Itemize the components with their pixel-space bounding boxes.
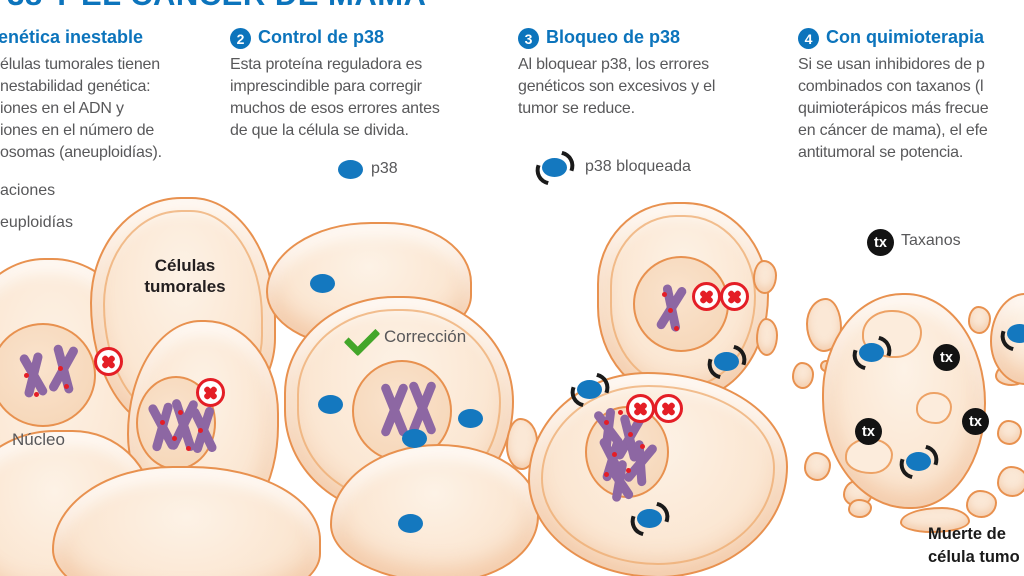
cell-fragment <box>900 507 970 533</box>
cell-fragment <box>966 490 997 518</box>
taxane-icon: tx <box>933 344 960 371</box>
genetic-error-icon <box>94 347 123 376</box>
cell-fragment <box>997 420 1022 445</box>
cell-fragment <box>968 306 991 334</box>
mutation-dot <box>58 366 63 371</box>
mutation-dot <box>160 420 165 425</box>
cell-membrane <box>541 385 775 565</box>
p38-protein-icon <box>637 509 662 528</box>
tumor-cell <box>52 466 321 576</box>
chromosome <box>15 350 51 400</box>
p38-protein-icon <box>318 395 343 414</box>
p38-protein-icon <box>458 409 483 428</box>
p38-protein-icon <box>906 452 931 471</box>
cell-death-label: Muerte de célula tumo <box>928 525 1020 566</box>
column3-body: Al bloquear p38, los errores genéticos s… <box>518 56 716 117</box>
correction-label: Corrección <box>384 327 467 346</box>
mutation-dot <box>662 292 667 297</box>
genetic-error-icon <box>692 282 721 311</box>
legend-taxanes-label: Taxanos <box>901 232 961 249</box>
taxane-icon: tx <box>962 408 989 435</box>
nucleus <box>0 323 96 427</box>
chromosome <box>406 380 438 436</box>
step-3-badge: 3 <box>518 28 539 49</box>
p38-protein-icon <box>577 380 602 399</box>
mutation-dot <box>604 420 609 425</box>
step-2-badge: 2 <box>230 28 251 49</box>
mutation-dot <box>604 472 609 477</box>
mutation-dot <box>24 373 29 378</box>
mutation-dot <box>178 410 183 415</box>
p38-blocked-icon <box>627 499 673 539</box>
tumor-cell <box>330 444 539 576</box>
mutation-dot <box>668 308 673 313</box>
p38-blocked-icon <box>997 314 1024 354</box>
column2-body: Esta proteína reguladora es imprescindib… <box>230 56 440 139</box>
mutation-dot <box>612 452 617 457</box>
mutation-dot <box>640 444 645 449</box>
p38-blocked-icon <box>704 342 750 382</box>
p38-blocked-icon <box>896 442 942 482</box>
step-4-badge: 4 <box>798 28 819 49</box>
nucleus-label: Núcleo <box>12 430 65 449</box>
column4-body: Si se usan inhibidores de p combinados c… <box>798 56 989 161</box>
legend-p38-label: p38 <box>371 160 398 177</box>
genetic-error-icon <box>720 282 749 311</box>
p38-blocked-icon <box>849 333 895 373</box>
chromosome <box>188 405 218 455</box>
cell-bleb <box>916 392 952 424</box>
genetic-error-icon <box>654 394 683 423</box>
mutation-dot <box>628 432 633 437</box>
p38-blocked-legend-icon <box>532 148 578 188</box>
mutation-dot <box>618 410 623 415</box>
mutation-dot <box>34 392 39 397</box>
mutation-dot <box>64 384 69 389</box>
tumor-cells-label: Células tumorales <box>144 256 226 296</box>
p38-protein-icon <box>859 343 884 362</box>
mutation-dot <box>172 436 177 441</box>
legend-mutations-label: aciones <box>0 182 56 199</box>
taxane-legend-icon: tx <box>867 229 894 256</box>
cell-fragment <box>804 452 831 481</box>
mutation-dot <box>626 468 631 473</box>
p38-protein-icon <box>542 158 567 177</box>
cell-fragment <box>997 466 1024 497</box>
genetic-error-icon <box>626 394 655 423</box>
column4-heading: Con quimioterapia <box>826 27 985 47</box>
infographic-title: P38 Y EL CÁNCER DE MAMA <box>0 0 426 13</box>
p38-protein-icon <box>398 514 423 533</box>
column3-heading: Bloqueo de p38 <box>546 27 681 47</box>
cell-fragment <box>756 318 778 356</box>
genetic-error-icon <box>196 378 225 407</box>
column1-heading: enética inestable <box>0 27 144 47</box>
cell-fragment <box>848 499 872 518</box>
p38-protein-icon <box>1007 324 1024 343</box>
cell-fragment <box>792 362 814 389</box>
mutation-dot <box>674 326 679 331</box>
legend-p38-blocked-label: p38 bloqueada <box>585 158 691 175</box>
taxane-icon: tx <box>855 418 882 445</box>
p38-protein-icon <box>310 274 335 293</box>
p38-protein-icon <box>402 429 427 448</box>
cell-fragment <box>753 260 777 294</box>
column2-heading: Control de p38 <box>258 27 385 47</box>
chromosome <box>45 342 81 395</box>
p38-protein-icon <box>714 352 739 371</box>
mutation-dot <box>186 446 191 451</box>
column1-body: élulas tumorales tienen nestabilidad gen… <box>0 56 162 161</box>
p38-blocked-icon <box>567 370 613 410</box>
mutation-dot <box>198 428 203 433</box>
p38-legend-icon <box>338 160 363 179</box>
legend-aneuploidies-label: euploidías <box>0 214 73 231</box>
